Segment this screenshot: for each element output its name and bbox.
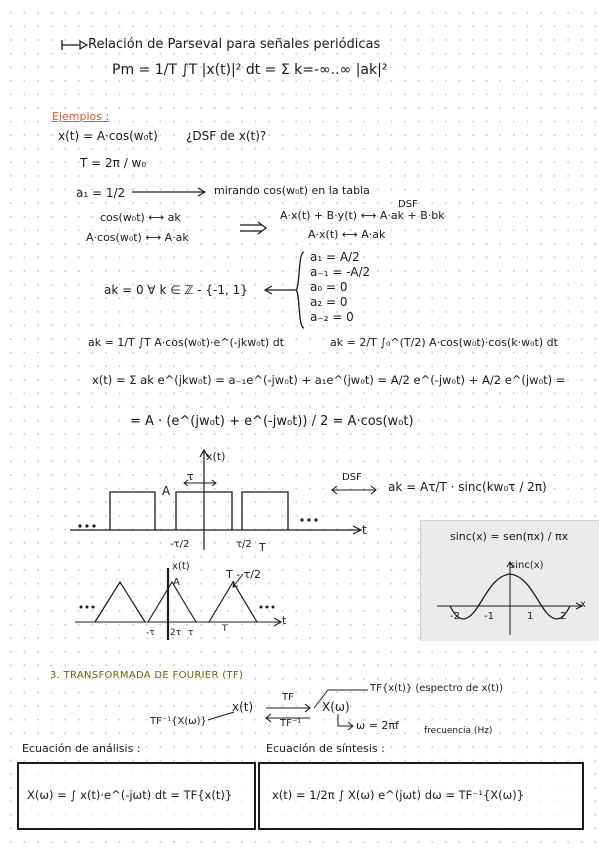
coef-a-minus-2: a₋₂ = 0 — [310, 310, 354, 324]
pulse-tau-label: τ — [187, 470, 194, 483]
omega-relation: ω = 2πf — [356, 719, 399, 732]
cos-pair-1: cos(w₀t) ⟷ ak — [100, 211, 181, 224]
ak-zero-line: ak = 0 ∀ k ∈ ℤ - {-1, 1} — [104, 283, 248, 297]
ejemplos-label: Ejemplos : — [52, 110, 110, 123]
synthesis-label: Ecuación de síntesis : — [266, 742, 385, 755]
sinc-plot — [437, 561, 584, 635]
dsf-label-1: DSF — [398, 199, 418, 210]
triangle-xt-label: x(t) — [172, 561, 190, 572]
example-signal: x(t) = A·cos(w₀t) — [58, 129, 158, 143]
coef-brace — [294, 251, 305, 329]
pulse-t-axis-label: t — [362, 523, 367, 537]
sinc-tick-m2: -2 — [450, 611, 460, 622]
a1-note: mirando cos(w₀t) en la tabla — [214, 184, 370, 197]
implies-arrow — [240, 221, 267, 235]
analysis-box: X(ω) = ∫ x(t)·e^(-jωt) dt = TF{x(t)} — [17, 762, 256, 830]
cos-pair-2: A·cos(w₀t) ⟷ A·ak — [86, 231, 189, 244]
analysis-label: Ecuación de análisis : — [22, 742, 141, 755]
sinc-tick-m1: -1 — [484, 611, 494, 622]
sinc-definition: sinc(x) = sen(πx) / πx — [450, 530, 569, 543]
xt-sum-line: x(t) = Σ ak e^(jkw₀t) = a₋₁e^(-jw₀t) + a… — [92, 373, 566, 387]
parseval-formula: Pm = 1/T ∫T |x(t)|² dt = Σ k=-∞..∞ |ak|² — [112, 62, 388, 78]
linearity-top: A·x(t) + B·y(t) ⟷ A·ak + B·bk — [280, 209, 445, 222]
coef-arrow — [263, 285, 296, 295]
sinc-x-label: x — [580, 599, 586, 610]
sinc-axis-label: sinc(x) — [510, 560, 544, 571]
tf-forward-label: TF — [282, 692, 294, 703]
tf-inverse-pointer — [207, 711, 235, 721]
triangle-tick-2tau: 2τ — [170, 628, 182, 638]
synthesis-equation: x(t) = 1/2π ∫ X(ω) e^(jωt) dω = TF⁻¹{X(ω… — [272, 788, 525, 802]
period-line: T = 2π / w₀ — [80, 156, 147, 170]
a1-line: a₁ = 1/2 — [76, 186, 126, 200]
ak-integral-left: ak = 1/T ∫T A·cos(w₀t)·e^(-jkw₀t) dt — [88, 336, 284, 349]
sinc-tick-1: 1 — [527, 611, 534, 622]
synthesis-box: x(t) = 1/2π ∫ X(ω) e^(jωt) dω = TF⁻¹{X(ω… — [258, 762, 584, 830]
section-title: 3. TRANSFORMADA DE FOURIER (TF) — [50, 670, 244, 681]
triangle-tick-tau: τ — [188, 628, 194, 638]
tf-spectrum-pointer — [313, 689, 368, 709]
sinc-tick-2: 2 — [560, 611, 567, 622]
header-title: Relación de Parseval para señales periód… — [88, 37, 381, 52]
tf-pair-arrows — [265, 703, 311, 723]
a1-arrow — [132, 187, 207, 197]
triangle-amplitude-label: A — [173, 577, 180, 588]
coef-a-minus-1: a₋₁ = -A/2 — [310, 265, 371, 279]
ak-integral-right: ak = 2/T ∫₀^(T/2) A·cos(w₀t)·cos(k·w₀t) … — [330, 336, 558, 349]
pulse-dsf-label: DSF — [342, 472, 362, 483]
omega-pointer — [337, 714, 354, 731]
pulse-train-plot — [70, 448, 363, 550]
triangle-train-plot — [75, 568, 283, 640]
pulse-dsf-arrow — [331, 485, 377, 495]
pulse-period-label: T — [259, 541, 266, 554]
linearity-bottom: A·x(t) ⟷ A·ak — [308, 228, 386, 241]
pulse-amplitude-label: A — [162, 484, 171, 498]
coef-a2: a₂ = 0 — [310, 295, 348, 309]
pulse-tick-right: τ/2 — [236, 539, 252, 550]
tf-pair-left: x(t) — [232, 700, 254, 714]
pulse-ak-formula: ak = Aτ/T · sinc(kw₀τ / 2π) — [388, 480, 547, 494]
tf-pair-right: X(ω) — [322, 700, 350, 714]
tf-inverse-note: TF⁻¹{X(ω)} — [150, 716, 207, 727]
pulse-xt-label: x(t) — [206, 450, 226, 463]
triangle-tick-neg-tau: -τ — [146, 628, 155, 638]
example-question: ¿DSF de x(t)? — [186, 129, 267, 143]
analysis-equation: X(ω) = ∫ x(t)·e^(-jωt) dt = TF{x(t)} — [27, 788, 233, 802]
tf-spectrum-note: TF{x(t)} (espectro de x(t)) — [370, 683, 503, 694]
triangle-t-label: t — [282, 614, 287, 627]
triangle-shift-label: T - τ/2 — [226, 568, 262, 581]
triangle-tick-T: T — [222, 624, 228, 634]
tf-inverse-label: TF⁻¹ — [280, 718, 302, 729]
xt-result-line: = A · (e^(jw₀t) + e^(-jw₀t)) / 2 = A·cos… — [130, 414, 414, 429]
pulse-tick-left: -τ/2 — [170, 539, 190, 550]
coef-a1: a₁ = A/2 — [310, 250, 360, 264]
coef-a0: a₀ = 0 — [310, 280, 348, 294]
header-arrow — [61, 39, 89, 51]
frequency-note: frecuencia (Hz) — [424, 726, 493, 736]
